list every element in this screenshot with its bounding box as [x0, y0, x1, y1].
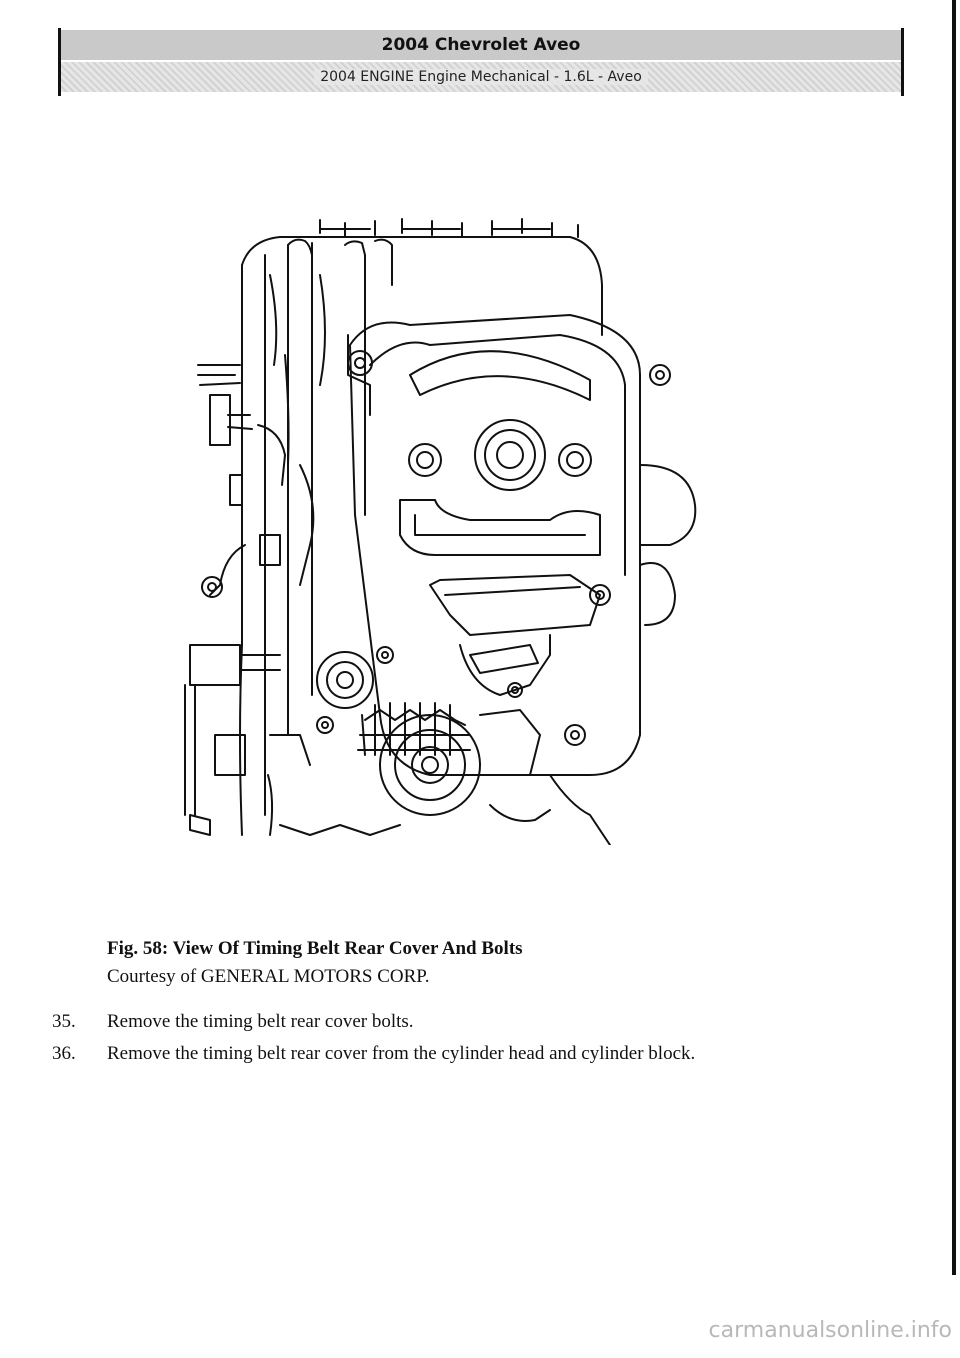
header-subtitle-row: 2004 ENGINE Engine Mechanical - 1.6L - A… — [61, 62, 901, 92]
header-title: 2004 Chevrolet Aveo — [381, 35, 581, 55]
header-subtitle: 2004 ENGINE Engine Mechanical - 1.6L - A… — [314, 69, 648, 85]
figure-caption-credit: Courtesy of GENERAL MOTORS CORP. — [107, 966, 430, 987]
page-border — [952, 0, 956, 1275]
step-text: Remove the timing belt rear cover bolts. — [107, 1011, 414, 1032]
step-number: 36. — [52, 1043, 76, 1064]
procedure-steps: 35. Remove the timing belt rear cover bo… — [52, 1006, 932, 1070]
figure-caption: Fig. 58: View Of Timing Belt Rear Cover … — [107, 935, 523, 991]
figure-caption-title: Fig. 58: View Of Timing Belt Rear Cover … — [107, 938, 523, 959]
engine-illustration — [170, 215, 710, 846]
header-left-rule — [58, 28, 61, 96]
step-text: Remove the timing belt rear cover from t… — [107, 1043, 696, 1064]
header-title-row: 2004 Chevrolet Aveo — [61, 30, 901, 60]
document-header: 2004 Chevrolet Aveo 2004 ENGINE Engine M… — [58, 28, 904, 96]
site-watermark: carmanualsonline.info — [708, 1318, 952, 1343]
procedure-step: 35. Remove the timing belt rear cover bo… — [52, 1006, 932, 1038]
header-right-rule — [901, 28, 904, 96]
procedure-step: 36. Remove the timing belt rear cover fr… — [52, 1038, 932, 1070]
step-number: 35. — [52, 1011, 76, 1032]
